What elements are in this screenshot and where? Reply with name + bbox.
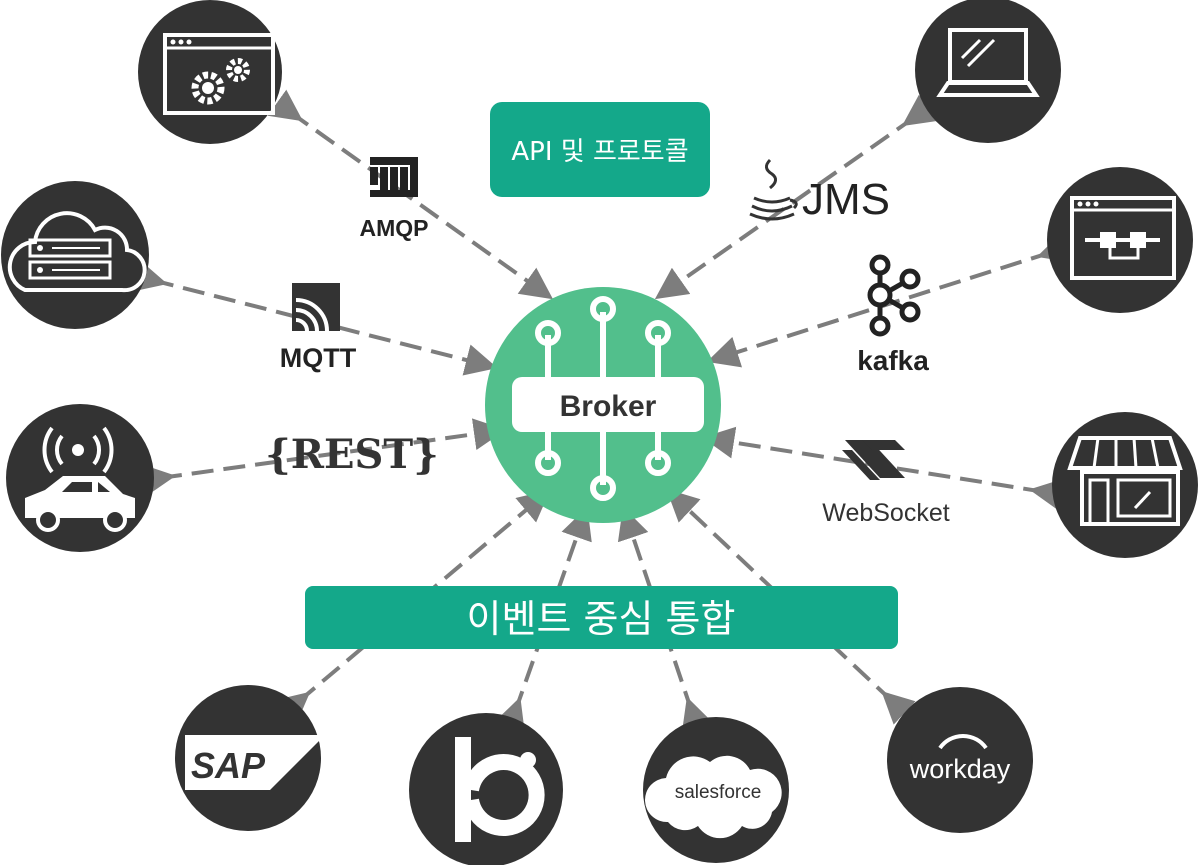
amqp-icon	[370, 157, 418, 197]
api-protocol-box: API 및 프로토콜	[490, 102, 710, 197]
arrow-car-broker	[141, 418, 506, 497]
node-workday: workday	[887, 687, 1033, 833]
jms-logo: JMS	[749, 158, 890, 224]
kafka-icon	[867, 254, 921, 337]
websocket-logo: WebSocket	[822, 440, 950, 527]
node-cloud-server	[1, 181, 149, 329]
jms-label: JMS	[802, 175, 890, 224]
workflow-window-icon	[1070, 196, 1176, 280]
mqtt-logo: MQTT	[280, 283, 357, 373]
workday-logo-icon: workday	[909, 734, 1011, 784]
api-protocol-label: API 및 프로토콜	[511, 137, 688, 167]
broker-hub: Broker	[485, 287, 721, 523]
workday-label: workday	[909, 754, 1011, 784]
node-b-logo	[409, 713, 563, 865]
event-driven-banner: 이벤트 중심 통합	[305, 586, 898, 649]
mqtt-icon	[292, 283, 340, 332]
node-laptop	[915, 0, 1061, 143]
sap-label: SAP	[191, 745, 266, 786]
b-logo-icon	[455, 737, 545, 842]
sap-logo-icon: SAP	[185, 735, 325, 790]
arrow-laptop-broker	[654, 94, 938, 300]
connected-car-icon	[25, 426, 135, 532]
websocket-label: WebSocket	[822, 499, 949, 527]
node-workflow-window	[1047, 167, 1193, 313]
java-cup-icon	[749, 158, 798, 221]
arrow-gears-broker	[267, 89, 554, 300]
cloud-server-icon	[7, 211, 147, 293]
salesforce-cloud-icon: salesforce	[644, 755, 782, 839]
broker-label: Broker	[560, 390, 657, 423]
rest-label: {REST}	[265, 431, 439, 478]
node-sap: SAP	[175, 685, 325, 831]
salesforce-label: salesforce	[675, 782, 762, 803]
event-driven-label: 이벤트 중심 통합	[467, 597, 736, 641]
rest-logo: {REST}	[265, 431, 439, 478]
node-storefront	[1052, 412, 1198, 558]
websocket-icon	[842, 440, 905, 480]
node-connected-car	[6, 404, 154, 552]
kafka-label: kafka	[857, 345, 929, 376]
node-salesforce: salesforce	[643, 717, 789, 863]
amqp-label: AMQP	[360, 215, 429, 241]
kafka-logo: kafka	[857, 254, 929, 376]
amqp-logo: AMQP	[360, 157, 429, 241]
storefront-icon	[1067, 436, 1183, 526]
app-window-gears-icon	[163, 33, 275, 115]
circuit-icon	[535, 296, 671, 501]
mqtt-label: MQTT	[280, 343, 357, 373]
node-app-gears	[138, 0, 282, 144]
laptop-icon	[936, 28, 1040, 97]
